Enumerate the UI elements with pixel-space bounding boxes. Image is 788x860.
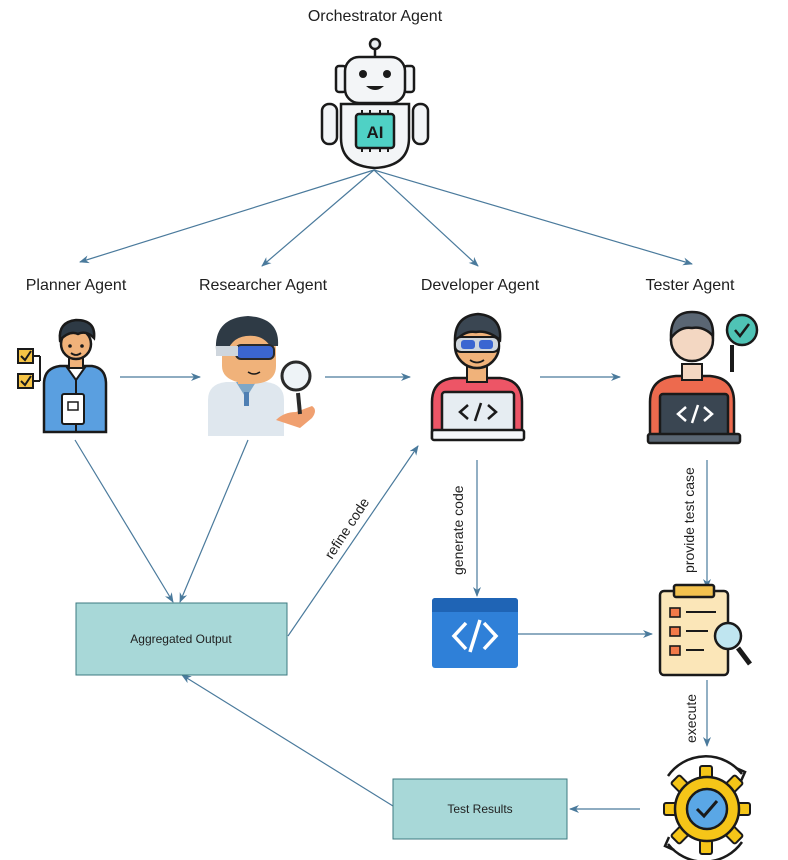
- edge-results-aggregated: [181, 674, 394, 807]
- test-results-label: Test Results: [447, 802, 512, 816]
- code-window-icon: [432, 598, 518, 668]
- edge-orchestrator-developer: [373, 169, 479, 267]
- test-document-icon: [658, 583, 752, 677]
- edge-orchestrator-planner: [79, 169, 375, 264]
- researcher-label: Researcher Agent: [199, 277, 328, 294]
- developer-laptop-icon: [430, 312, 526, 442]
- aggregated-output-box: Aggregated Output: [75, 602, 288, 676]
- edge-label-generate-code: generate code: [450, 485, 466, 575]
- researcher-magnifier-icon: [208, 316, 315, 436]
- tester-label: Tester Agent: [646, 277, 736, 294]
- edge-orchestrator-tester: [373, 169, 693, 266]
- gear-check-icon: [663, 755, 751, 860]
- edge-orchestrator-researcher: [261, 169, 375, 267]
- edge-aggregated-developer: [287, 445, 419, 637]
- edge-label-provide-test-case: provide test case: [681, 467, 697, 573]
- planner-checklist-icon: [17, 318, 108, 434]
- aggregated-output-label: Aggregated Output: [130, 632, 232, 646]
- edge-planner-aggregated: [74, 439, 174, 603]
- tester-laptop-icon: [646, 310, 759, 445]
- edge-label-execute: execute: [683, 694, 699, 743]
- test-results-box: Test Results: [392, 778, 568, 840]
- edge-label-refine-code: refine code: [321, 495, 372, 562]
- robot-ai-icon: AI: [320, 37, 430, 170]
- planner-label: Planner Agent: [26, 277, 127, 294]
- svg-text:AI: AI: [367, 123, 384, 142]
- edges: [74, 169, 711, 813]
- developer-label: Developer Agent: [421, 277, 540, 294]
- orchestrator-label: Orchestrator Agent: [308, 8, 443, 25]
- edge-researcher-aggregated: [179, 439, 249, 603]
